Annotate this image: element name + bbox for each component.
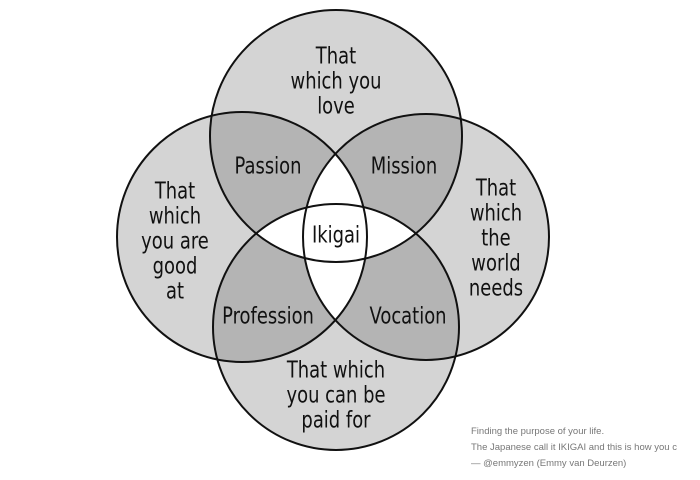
- label-profession: Profession: [222, 303, 314, 330]
- label-good-at: That which you are good at: [141, 178, 209, 305]
- label-mission: Mission: [370, 153, 438, 180]
- label-ikigai: Ikigai: [311, 222, 361, 249]
- label-world-needs: That which the world needs: [468, 175, 524, 302]
- label-vocation: Vocation: [369, 303, 447, 330]
- label-paid-for: That which you can be paid for: [286, 357, 386, 434]
- label-passion: Passion: [234, 153, 302, 180]
- caption: Finding the purpose of your life. The Ja…: [471, 426, 677, 469]
- label-love: That which you love: [290, 43, 382, 120]
